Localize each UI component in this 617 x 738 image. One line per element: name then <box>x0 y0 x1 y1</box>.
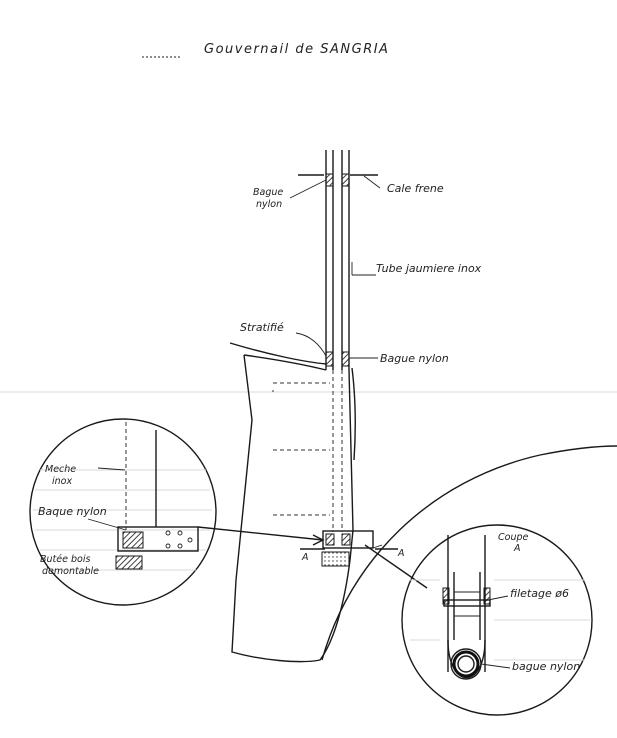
label-butee-2: demontable <box>42 566 99 577</box>
label-bague-section: bague nylon <box>512 660 580 673</box>
rudder-blade <box>231 354 617 663</box>
label-bague-top-1: Bague <box>253 187 283 198</box>
label-section-a-left: A <box>301 552 309 563</box>
label-coupe-2: A <box>513 543 521 554</box>
label-coupe-1: Coupe <box>498 532 528 543</box>
label-section-a-right: A <box>397 548 405 559</box>
leader-lines <box>289 179 378 359</box>
rudder-stock-dashed <box>272 370 343 532</box>
right-detail <box>364 524 593 716</box>
label-filetage: filetage ø6 <box>510 587 569 600</box>
lower-bearing <box>300 530 398 567</box>
label-meche-1: Meche <box>45 464 76 475</box>
drawing-title: Gouvernail de SANGRIA <box>204 42 389 57</box>
hull-skin <box>229 342 350 371</box>
label-meche-2: inox <box>52 476 72 487</box>
label-butee-1: Butée bois <box>40 554 90 565</box>
label-cale-frene: Cale frene <box>387 182 444 195</box>
label-stratifie: Stratifié <box>240 321 284 334</box>
rudder-tube <box>325 150 350 370</box>
deck-line <box>298 174 381 189</box>
left-detail <box>29 418 325 606</box>
label-bague-top-2: nylon <box>256 199 282 210</box>
label-tube-jaumiere: Tube jaumiere inox <box>376 262 482 275</box>
label-bague-nylon-right: Bague nylon <box>380 352 449 365</box>
label-bague-detail: Baque nylon <box>38 505 107 518</box>
